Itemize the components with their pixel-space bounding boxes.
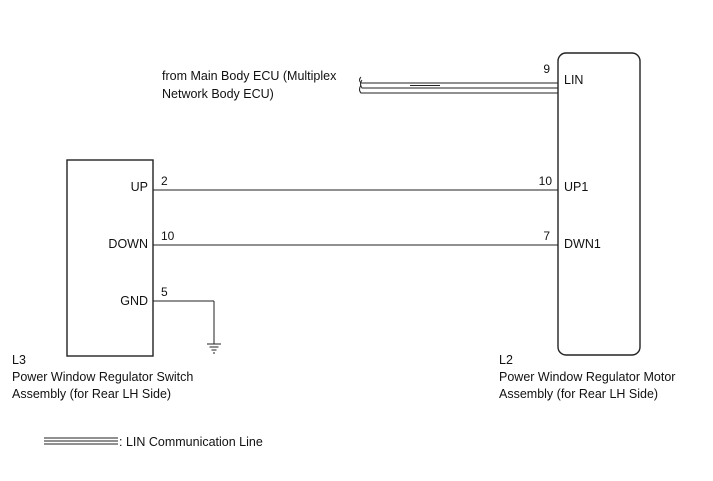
switch-pin-up-number: 2 [161,174,168,188]
lin-communication-line [359,76,560,94]
motor-name-line1: Power Window Regulator Motor [499,370,675,384]
motor-code: L2 [499,353,513,367]
switch-name-line1: Power Window Regulator Switch [12,370,193,384]
motor-pin-lin-label: LIN [564,73,583,87]
motor-name-line2: Assembly (for Rear LH Side) [499,387,658,401]
switch-name-line2: Assembly (for Rear LH Side) [12,387,171,401]
switch-pin-down-label: DOWN [108,237,148,251]
switch-code: L3 [12,353,26,367]
ground-wire [153,300,215,344]
motor-connector-box [557,52,641,356]
source-label-line1: from Main Body ECU (Multiplex [162,69,337,83]
motor-pin-up1-number: 10 [539,174,553,188]
ground-icon [207,343,221,354]
source-label-line2: Network Body ECU) [162,87,274,101]
legend-label: : LIN Communication Line [119,435,263,449]
legend-lin-line-swatch [44,437,118,445]
motor-pin-lin-number: 9 [543,62,550,76]
switch-connector-box [66,159,154,357]
switch-pin-gnd-number: 5 [161,285,168,299]
motor-pin-dwn1-label: DWN1 [564,237,601,251]
switch-pin-gnd-label: GND [120,294,148,308]
switch-pin-down-number: 10 [161,229,175,243]
motor-pin-dwn1-number: 7 [543,229,550,243]
switch-pin-up-label: UP [131,180,148,194]
motor-pin-up1-label: UP1 [564,180,588,194]
